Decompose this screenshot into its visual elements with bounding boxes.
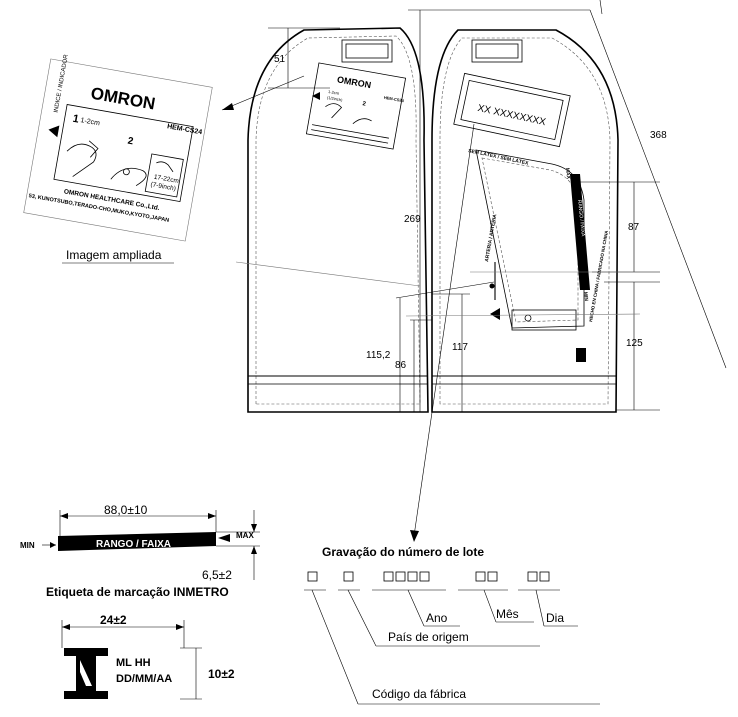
lot-title: Gravação do número de lote [322,545,484,559]
lot-box-country [343,571,354,582]
lot-box-factory [307,571,318,582]
made-in-mark [576,348,586,362]
inmetro-line2: DD/MM/AA [116,673,172,685]
strip-min-label: MIN [20,541,35,550]
artery-arrow-icon [490,308,500,320]
arm-sketch-1-icon [66,143,97,177]
strip-text: RANGO / FAIXA [96,539,171,550]
indicator-arrow-icon [48,125,60,138]
dimension-lines: 51 269 368 87 125 117 86 115,2 [235,0,727,412]
label-step1: 1 [72,113,80,126]
cuff-front-brand: OMRON [336,74,372,90]
max-arrow-icon [218,534,230,542]
inmetro-symbol-icon [64,648,108,699]
dim-51: 51 [274,54,286,65]
dim-368: 368 [650,130,667,141]
lot-box-year-1 [383,571,394,582]
inmetro-label: Etiqueta de marcação INMETRO 24±2 ML HH … [46,585,235,700]
cuff-back-outline [431,29,619,413]
cuff-front-label: OMRON HEM-CS24 1-2cm (1/2inch) 2 [305,62,407,150]
lot-box-month-1 [475,571,486,582]
cuff-front-step1-inch: (1/2inch) [327,95,344,103]
enlarged-caption: Imagem ampliada [66,248,162,262]
range-box [144,153,184,198]
dim-86: 86 [395,360,407,371]
lot-box-month-2 [487,571,498,582]
cuff-range-text: RANGO / FAIXA [576,200,586,238]
min-arrow-icon [50,542,56,548]
lot-window: XX XXXXXXXX [453,72,571,148]
cuff-front-outline [247,27,429,413]
dim-125: 125 [626,338,643,349]
enlarged-label: OMRON HEM-CS24 INDICE / INDICADOR 1 1-2c… [23,53,213,242]
cuff-front-tab [341,39,393,63]
cuff-front-model: HEM-CS24 [384,95,406,104]
lot-box-year-3 [407,571,418,582]
lot-code: XX XXXXXXXX [476,103,547,128]
lot-dia: Dia [546,611,564,625]
lot-box-year-4 [419,571,430,582]
arm-sketch-3-icon [156,161,174,173]
label-range-cm: 17-22cm [153,174,179,185]
label-brand: OMRON [89,84,156,114]
cuff-back-tab [471,39,523,63]
cuff-min-label: MIN [582,292,589,302]
cuff-front-arrow-icon [312,92,320,100]
inmetro-width: 24±2 [100,613,127,627]
label-step2: 2 [127,136,135,148]
cuff-range-strip [570,174,590,290]
lot-leader-arrow-icon [410,530,419,542]
strip-max-label: MAX [236,531,254,540]
lot-box-year-2 [395,571,406,582]
inmetro-height: 10±2 [208,667,235,681]
lot-ano: Ano [426,611,448,625]
label-step1-size: 1-2cm [80,117,101,127]
label-inner-frame [53,104,194,203]
cuff-max-label: MAX [564,168,571,180]
strip-length: 88,0±10 [104,503,148,517]
lot-engraving: Gravação do número de lote Ano Mês Dia P… [304,545,600,705]
dim-115-2: 115,2 [366,350,391,361]
lot-fabrica: Código da fábrica [372,687,466,701]
label-range-inch: (7-9inch) [150,181,176,192]
label-card-border [23,58,213,242]
velcro-dot [524,314,532,322]
dim-87: 87 [628,222,640,233]
inmetro-line1: ML HH [116,657,151,669]
artery-dot [489,283,495,289]
range-strip [58,532,216,551]
inmetro-title: Etiqueta de marcação INMETRO [46,585,229,599]
lot-pais: País de origem [388,630,469,644]
cuff-front: OMRON HEM-CS24 1-2cm (1/2inch) 2 [247,27,429,413]
dim-117: 117 [452,342,468,353]
dim-269: 269 [404,214,421,225]
arm-sketch-2-icon [110,167,147,187]
cuff-front-step2: 2 [362,101,367,108]
strip-offset: 6,5±2 [202,568,232,582]
lot-box-day-1 [527,571,538,582]
lot-box-day-2 [539,571,550,582]
leader-arrow-icon [222,103,234,110]
cuff-front-step1: 1-2cm [328,89,340,96]
lot-mes: Mês [496,607,519,621]
range-strip-detail: 88,0±10 RANGO / FAIXA MIN MAX 6,5±2 [20,503,260,582]
made-in-text: HECHO EN CHINA / FABRICADO NA CHINA [588,229,609,322]
